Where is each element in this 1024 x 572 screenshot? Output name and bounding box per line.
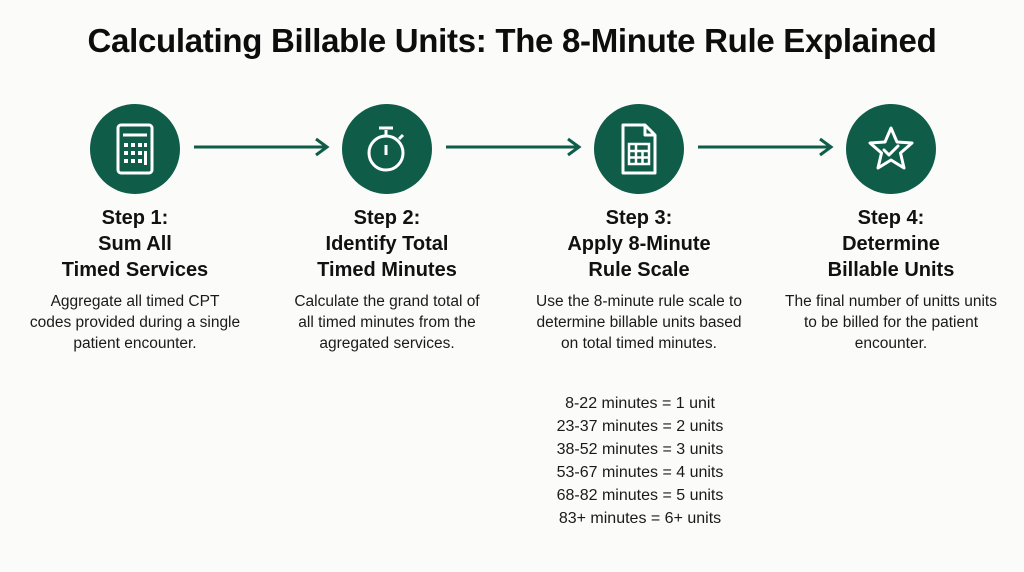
- step-3: Step 3: Apply 8-Minute Rule Scale Use th…: [519, 205, 759, 354]
- step-4: Step 4: Determine Billable Units The fin…: [771, 205, 1011, 354]
- calculator-icon: [116, 123, 154, 175]
- scale-row: 68-82 minutes = 5 units: [556, 487, 724, 504]
- scale-row: 53-67 minutes = 4 units: [556, 464, 724, 481]
- step-1-description: Aggregate all timed CPT codes provided d…: [29, 293, 241, 352]
- step-1-title-line1: Sum All: [98, 233, 172, 255]
- step-1-icon-circle: [90, 104, 180, 194]
- arrow-2-icon: [446, 137, 582, 157]
- step-3-description: Use the 8-minute rule scale to determine…: [536, 293, 742, 352]
- step-1-title-line2: Timed Services: [61, 259, 209, 281]
- step-2: Step 2: Identify Total Timed Minutes Cal…: [267, 205, 507, 354]
- step-2-description: Calculate the grand total of all timed m…: [294, 293, 480, 352]
- step-3-title-line1: Apply 8-Minute: [567, 233, 711, 255]
- unit-scale-list: 8-22 minutes = 1 unit 23-37 minutes = 2 …: [520, 392, 760, 530]
- step-1-label: Step 1:: [101, 207, 169, 229]
- stopwatch-icon: [367, 126, 405, 172]
- page-title: Calculating Billable Units: The 8-Minute…: [87, 22, 937, 59]
- step-4-label: Step 4:: [857, 207, 925, 229]
- step-2-icon-circle: [342, 104, 432, 194]
- step-2-title-line2: Timed Minutes: [317, 259, 457, 281]
- step-4-title-line1: Determine: [842, 233, 940, 255]
- scale-row: 83+ minutes = 6+ units: [558, 510, 722, 527]
- star-check-icon: [868, 126, 914, 170]
- step-4-icon-circle: [846, 104, 936, 194]
- step-4-title-line2: Billable Units: [827, 259, 955, 281]
- scale-row: 38-52 minutes = 3 units: [556, 441, 724, 458]
- arrow-3-icon: [698, 137, 834, 157]
- step-3-icon-circle: [594, 104, 684, 194]
- scale-row: 23-37 minutes = 2 units: [556, 418, 724, 435]
- step-4-description: The final number of unitts units to be b…: [785, 293, 997, 352]
- spreadsheet-icon: [621, 123, 657, 175]
- step-2-label: Step 2:: [353, 207, 421, 229]
- step-3-label: Step 3:: [605, 207, 673, 229]
- step-2-title-line1: Identify Total: [325, 233, 449, 255]
- step-3-title-line2: Rule Scale: [588, 259, 690, 281]
- arrow-1-icon: [194, 137, 330, 157]
- scale-row: 8-22 minutes = 1 unit: [565, 395, 715, 412]
- step-1: Step 1: Sum All Timed Services Aggregate…: [15, 205, 255, 354]
